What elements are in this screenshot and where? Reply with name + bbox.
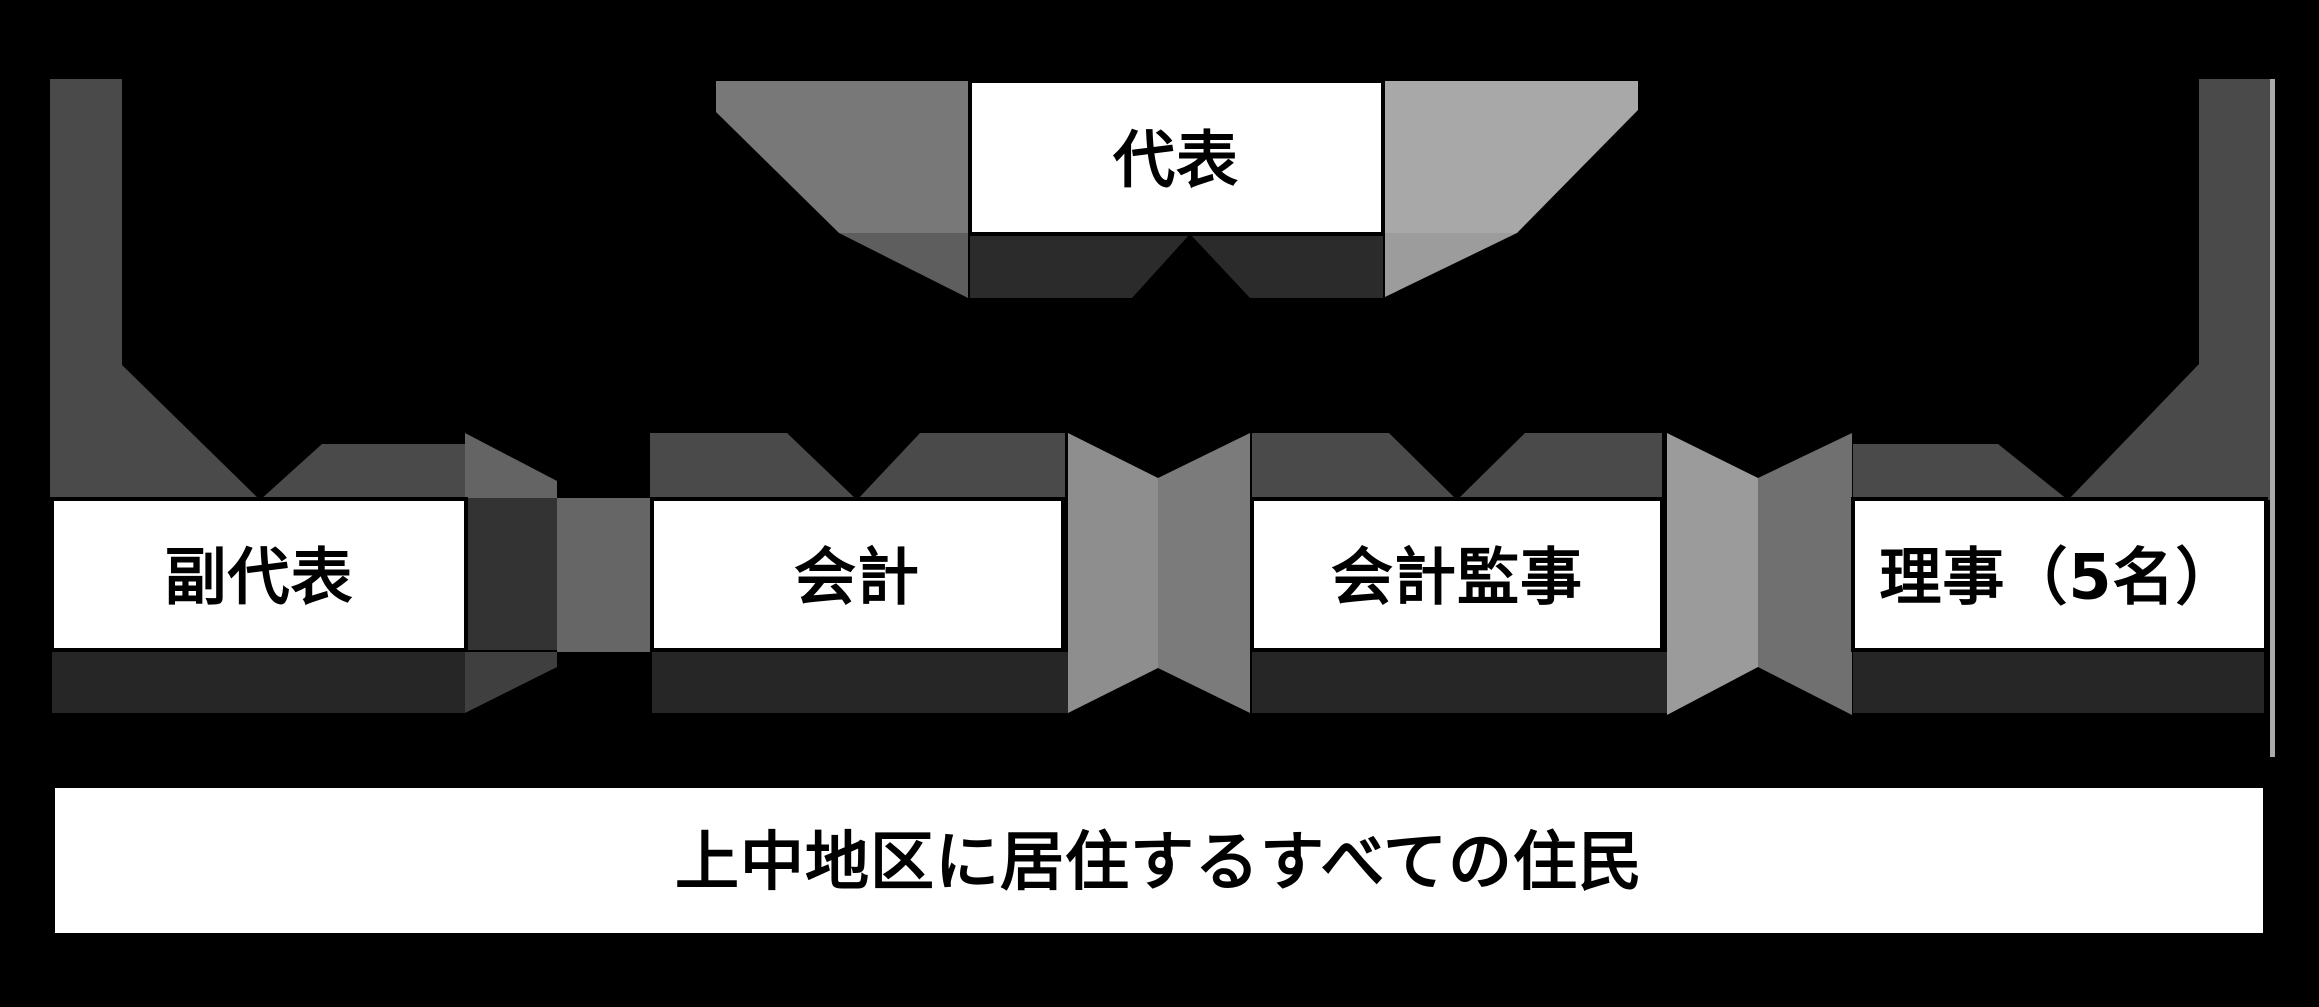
bowtie-connector-2-right [1758, 433, 1852, 715]
box-auditor [1250, 497, 1664, 652]
right-band-edge-highlight [2270, 79, 2275, 757]
funnel-left [716, 81, 970, 233]
column-bevel [465, 433, 557, 498]
shadow-auditor [1252, 652, 1667, 713]
funnel-right [1385, 81, 1638, 233]
box-directors [1851, 497, 2268, 652]
bowtie-connector-1-left [1068, 433, 1158, 713]
column-side [557, 498, 652, 652]
label-treasurer: 会計 [794, 541, 920, 614]
label-vice-representative: 副代表 [164, 541, 353, 614]
label-residents: 上中地区に居住するすべての住民 [675, 826, 1643, 900]
chevron-left-half-directors [1853, 444, 2068, 500]
chevron-right-half-vice [260, 444, 465, 500]
representative-shadow-notch [1132, 234, 1250, 298]
column-shadow [465, 652, 557, 713]
box-representative [968, 79, 1385, 236]
bowtie-connector-1-right [1158, 433, 1250, 713]
shadow-directors [1853, 652, 2264, 713]
chevron-notch-treasurer [787, 433, 920, 500]
bowtie-connector-2-left [1667, 433, 1758, 715]
funnel-right-shadow [1385, 233, 1517, 297]
label-representative: 代表 [1112, 124, 1239, 197]
column-front [465, 498, 557, 650]
box-treasurer [650, 497, 1065, 652]
elbow-connector-right [2068, 79, 2270, 500]
elbow-connector-left [50, 79, 260, 500]
shadow-vice-representative [52, 652, 465, 713]
funnel-left-shadow [839, 233, 968, 298]
label-auditor: 会計監事 [1331, 541, 1583, 614]
chevron-notch-auditor [1389, 433, 1525, 500]
box-vice-representative [50, 497, 468, 652]
label-directors: 理事（5名） [1879, 541, 2238, 614]
shadow-treasurer [652, 652, 1068, 713]
box-residents [51, 784, 2267, 937]
